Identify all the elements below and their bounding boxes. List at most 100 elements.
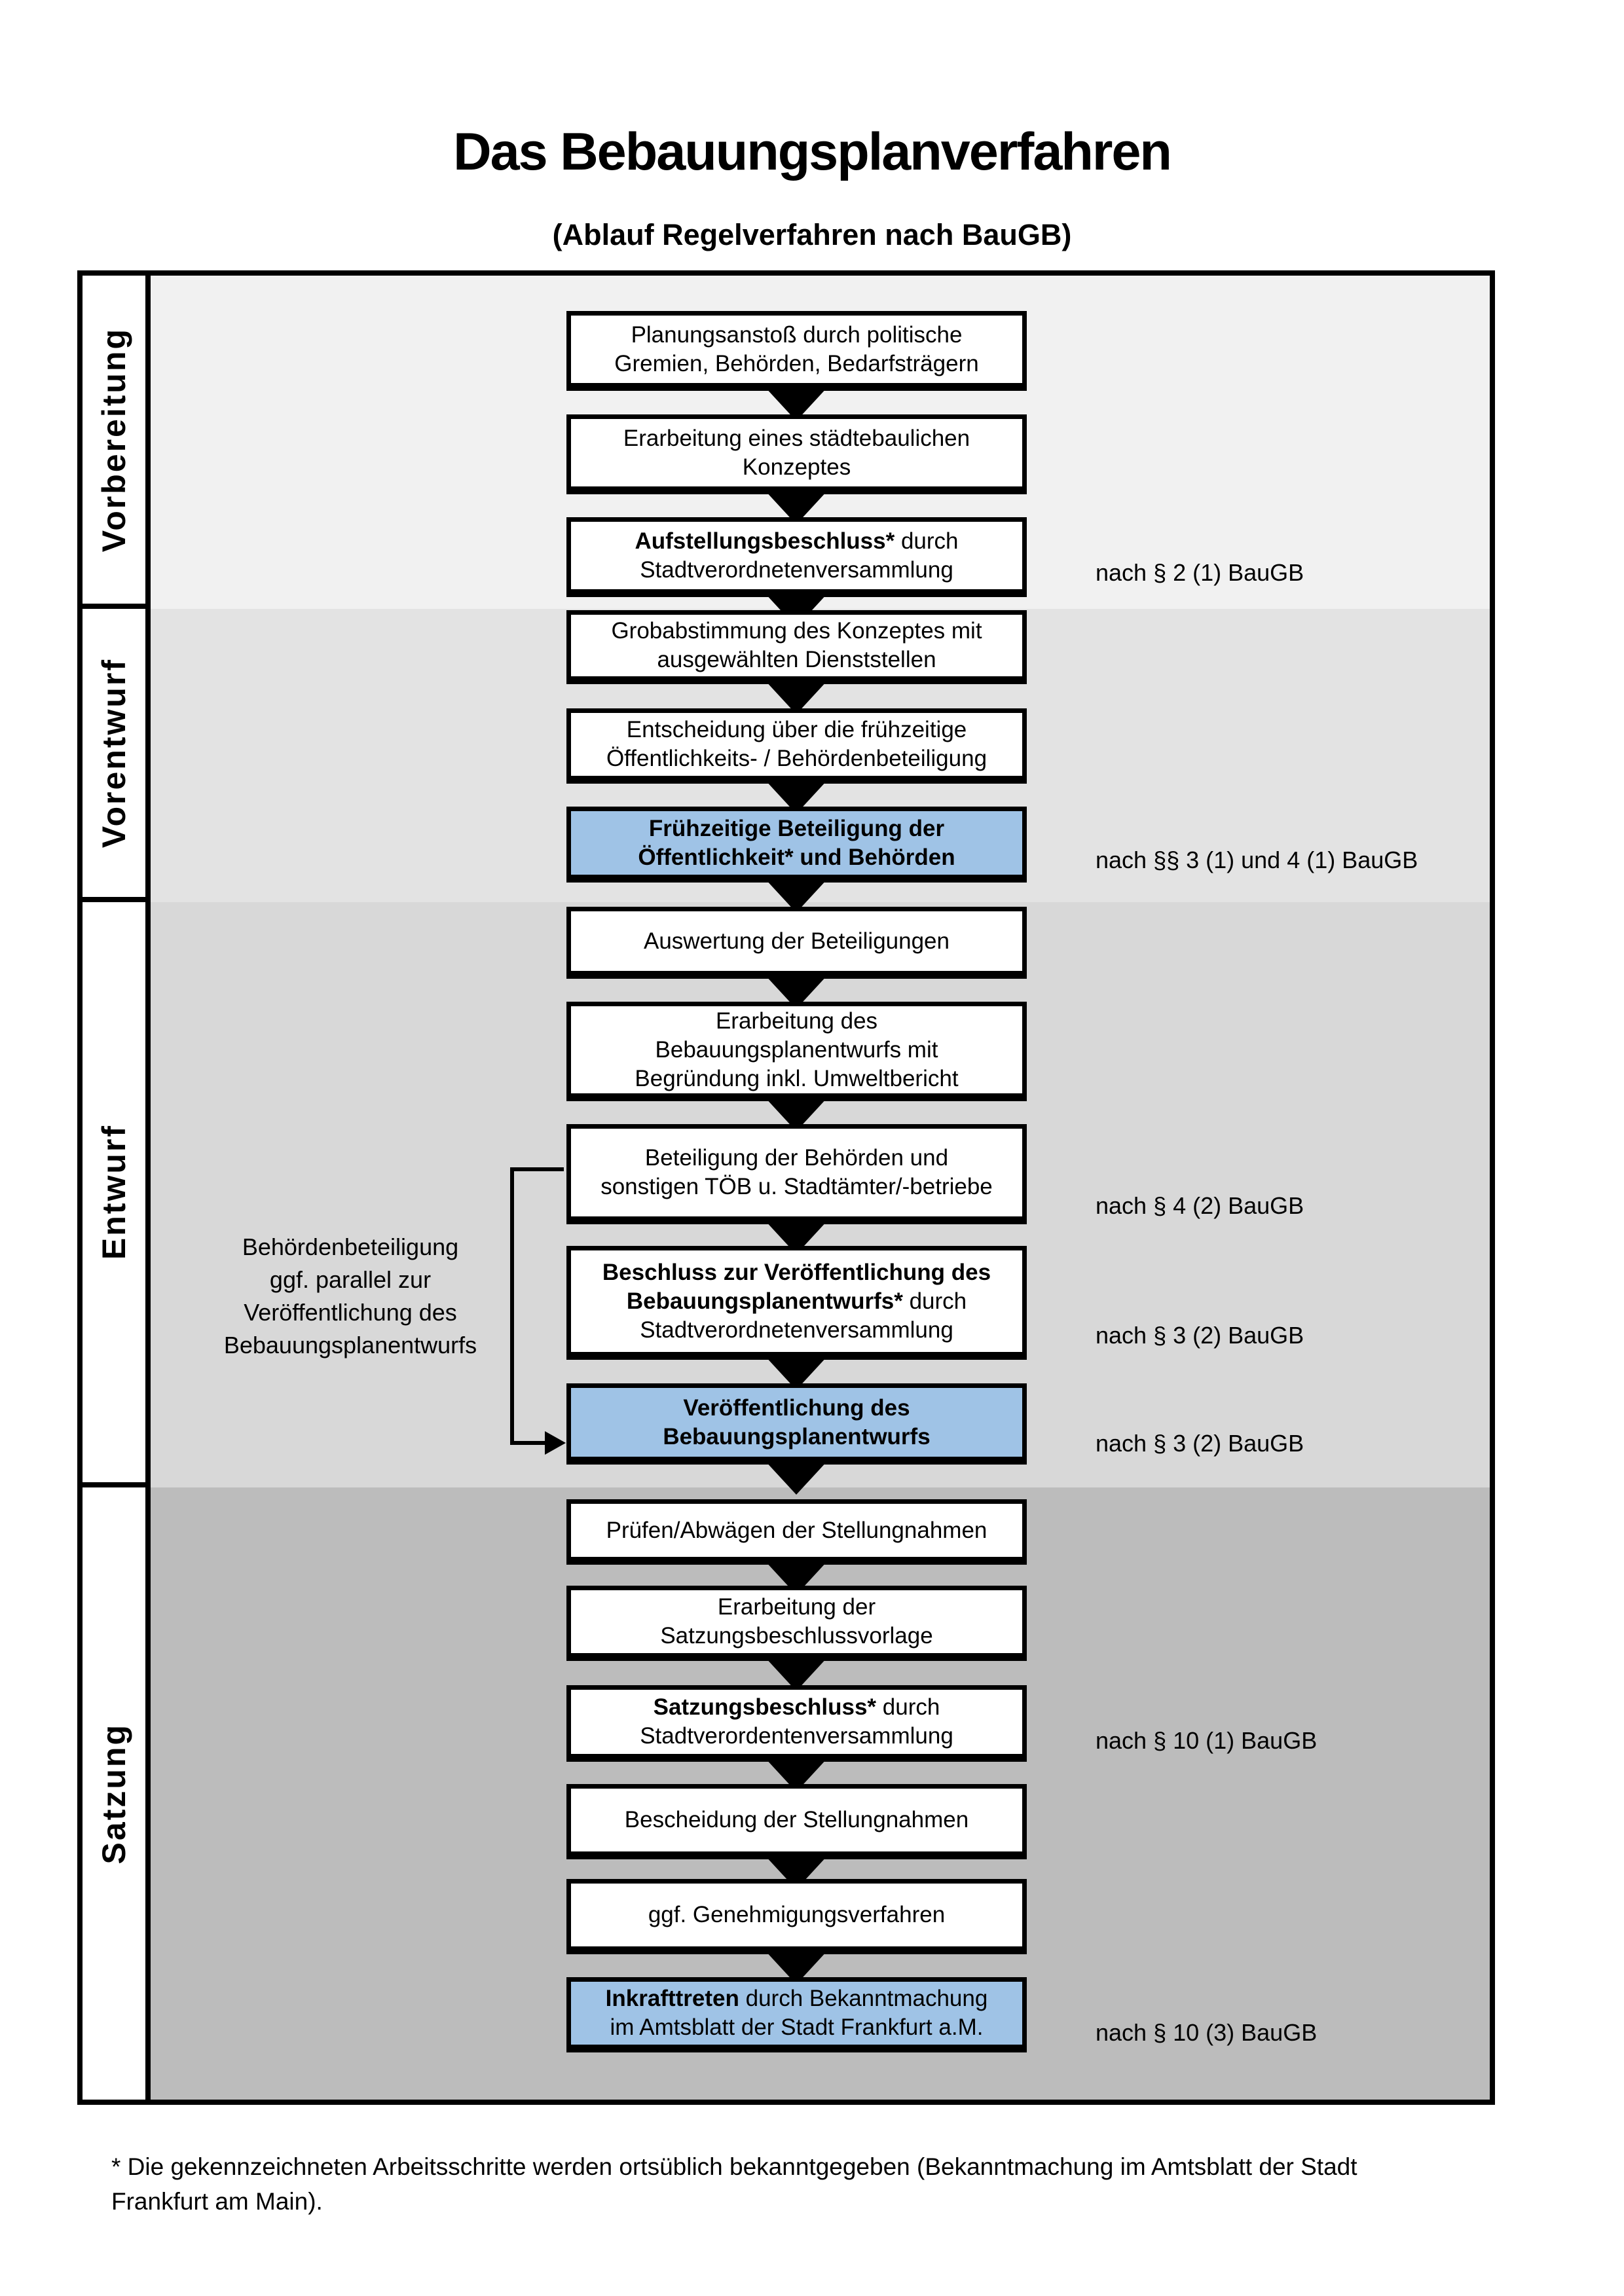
flow-box-inkrafttreten: Inkrafttreten durch Bekanntmachung im Am… xyxy=(566,1977,1027,2052)
side-note-line: Behördenbeteiligung xyxy=(242,1233,459,1260)
box-text: sonstigen TÖB u. Stadtämter/-betriebe xyxy=(600,1174,993,1199)
legal-reference: nach § 10 (1) BauGB xyxy=(1096,1727,1318,1754)
phase-label: Vorentwurf xyxy=(96,657,132,848)
flow-box-veroeffentlichung-entwurf: Veröffentlichung des Bebauungsplanentwur… xyxy=(566,1383,1027,1465)
box-text-line: Beschluss zur Veröffentlichung des xyxy=(571,1258,1022,1287)
phase-label-cell-entwurf: Entwurf xyxy=(83,902,145,1487)
box-text-line: Satzungsbeschlussvorlage xyxy=(571,1622,1022,1650)
flow-box-beschluss-veroeffentlichung: Beschluss zur Veröffentlichung des Bebau… xyxy=(566,1246,1027,1360)
box-text: durch xyxy=(895,528,959,554)
legal-reference: nach § 2 (1) BauGB xyxy=(1096,559,1304,586)
phase-label-cell-satzung: Satzung xyxy=(83,1487,145,2100)
legal-reference: nach § 10 (3) BauGB xyxy=(1096,2019,1318,2046)
box-text-line: Planungsanstoß durch politische xyxy=(571,321,1022,350)
box-text-bold: Satzungsbeschluss* xyxy=(653,1694,877,1720)
box-text-line: Stadtverordnetenversammlung xyxy=(571,556,1022,585)
flow-box-grobabstimmung: Grobabstimmung des Konzeptes mit ausgewä… xyxy=(566,610,1027,684)
box-text: durch xyxy=(876,1694,940,1720)
box-text-line: Bebauungsplanentwurfs* durch xyxy=(571,1287,1022,1316)
box-text: ggf. Genehmigungsverfahren xyxy=(648,1902,946,1927)
box-text-line: im Amtsblatt der Stadt Frankfurt a.M. xyxy=(571,2013,1022,2042)
box-text-line: Öffentlichkeit* und Behörden xyxy=(571,843,1022,872)
box-text: Planungsanstoß durch politische xyxy=(631,321,963,348)
side-note-line: Bebauungsplanentwurfs xyxy=(223,1332,477,1358)
flow-box-auswertung-beteiligungen: Auswertung der Beteiligungen xyxy=(566,907,1027,979)
flow-box-planungsanstoss: Planungsanstoß durch politische Gremien,… xyxy=(566,311,1027,391)
flow-box-aufstellungsbeschluss: Aufstellungsbeschluss* durch Stadtverord… xyxy=(566,517,1027,597)
flow-box-entscheidung-fruehzeitige-beteiligung: Entscheidung über die frühzeitige Öffent… xyxy=(566,708,1027,784)
down-arrow xyxy=(765,1461,828,1495)
box-text: Bebauungsplanentwurfs mit xyxy=(655,1036,938,1063)
parallel-bracket-vertical-line xyxy=(510,1167,514,1445)
flow-box-staedtebauliches-konzept: Erarbeitung eines städtebaulichen Konzep… xyxy=(566,414,1027,494)
footnote: * Die gekennzeichneten Arbeitsschritte w… xyxy=(111,2149,1552,2219)
side-note: Behördenbeteiligung ggf. parallel zur Ve… xyxy=(151,1231,550,1362)
box-text-line: Gremien, Behörden, Bedarfsträgern xyxy=(571,350,1022,378)
box-text: Konzeptes xyxy=(742,454,851,480)
box-text-line: sonstigen TÖB u. Stadtämter/-betriebe xyxy=(571,1173,1022,1201)
box-text-line: Frühzeitige Beteiligung der xyxy=(571,814,1022,843)
box-text-line: Aufstellungsbeschluss* durch xyxy=(571,527,1022,556)
box-text-line: Entscheidung über die frühzeitige xyxy=(571,716,1022,744)
box-text: Erarbeitung eines städtebaulichen xyxy=(623,425,970,451)
flow-box-satzungsbeschlussvorlage: Erarbeitung der Satzungsbeschlussvorlage xyxy=(566,1586,1027,1661)
box-text-bold: Veröffentlichung des xyxy=(683,1394,910,1421)
box-text-line: Inkrafttreten durch Bekanntmachung xyxy=(571,1984,1022,2013)
box-text: Öffentlichkeits- / Behördenbeteiligung xyxy=(606,746,987,771)
phase-label-cell-vorbereitung: Vorbereitung xyxy=(83,276,145,609)
box-text-line: Bebauungsplanentwurfs xyxy=(571,1423,1022,1451)
box-text-line: Erarbeitung eines städtebaulichen xyxy=(571,424,1022,453)
box-text-line: Öffentlichkeits- / Behördenbeteiligung xyxy=(571,744,1022,773)
flow-box-fruehzeitige-beteiligung: Frühzeitige Beteiligung der Öffentlichke… xyxy=(566,807,1027,883)
phase-label: Vorbereitung xyxy=(96,327,132,553)
legal-reference: nach § 4 (2) BauGB xyxy=(1096,1192,1304,1219)
side-note-line: ggf. parallel zur xyxy=(269,1266,432,1293)
box-text: Gremien, Behörden, Bedarfsträgern xyxy=(614,350,979,376)
box-text: Stadtverordnetenversammlung xyxy=(640,1317,953,1343)
box-text-line: Veröffentlichung des xyxy=(571,1394,1022,1423)
phase-label-cell-vorentwurf: Vorentwurf xyxy=(83,609,145,902)
right-arrow-icon xyxy=(545,1431,566,1455)
box-text-line: Prüfen/Abwägen der Stellungnahmen xyxy=(571,1516,1022,1545)
box-text-line: Beteiligung der Behörden und xyxy=(571,1144,1022,1173)
box-text: Beteiligung der Behörden und xyxy=(644,1145,949,1171)
box-text-line: ggf. Genehmigungsverfahren xyxy=(571,1901,1022,1929)
side-note-line: Veröffentlichung des xyxy=(244,1299,457,1326)
flow-box-pruefen-abwaegen: Prüfen/Abwägen der Stellungnahmen xyxy=(566,1499,1027,1565)
box-text: Stadtverordentenversammlung xyxy=(640,1723,953,1749)
box-text: Auswertung der Beteiligungen xyxy=(644,928,950,954)
box-text: Grobabstimmung des Konzeptes mit xyxy=(611,618,982,644)
box-text-line: Erarbeitung des xyxy=(571,1007,1022,1036)
box-text-line: Stadtverordnetenversammlung xyxy=(571,1316,1022,1345)
box-text: durch xyxy=(902,1288,967,1314)
box-text-line: Erarbeitung der xyxy=(571,1593,1022,1622)
box-text: im Amtsblatt der Stadt Frankfurt a.M. xyxy=(610,2014,984,2040)
parallel-bracket-bottom-line xyxy=(510,1441,547,1445)
phase-label: Entwurf xyxy=(96,1124,132,1260)
box-text-line: Satzungsbeschluss* durch xyxy=(571,1693,1022,1722)
box-text: ausgewählten Dienststellen xyxy=(657,647,936,672)
box-text-line: Grobabstimmung des Konzeptes mit xyxy=(571,617,1022,646)
box-text-line: Auswertung der Beteiligungen xyxy=(571,927,1022,956)
flow-box-erarbeitung-bebauungsplanentwurf: Erarbeitung des Bebauungsplanentwurfs mi… xyxy=(566,1002,1027,1101)
page-title: Das Bebauungsplanverfahren xyxy=(453,122,1172,181)
box-text-bold: Beschluss zur Veröffentlichung des xyxy=(602,1259,991,1285)
box-text: Stadtverordnetenversammlung xyxy=(640,556,953,583)
box-text-line: Konzeptes xyxy=(571,453,1022,482)
box-text-bold: Bebauungsplanentwurfs* xyxy=(626,1288,903,1314)
box-text: Bescheidung der Stellungnahmen xyxy=(624,1807,969,1832)
footnote-line: Frankfurt am Main). xyxy=(111,2188,323,2215)
box-text: Erarbeitung des xyxy=(715,1008,878,1034)
box-text-bold: Frühzeitige Beteiligung der xyxy=(648,815,945,841)
flow-box-satzungsbeschluss: Satzungsbeschluss* durch Stadtverordente… xyxy=(566,1685,1027,1762)
legal-reference: nach § 3 (2) BauGB xyxy=(1096,1430,1304,1457)
box-text: durch Bekanntmachung xyxy=(739,1986,988,2011)
box-text-line: Begründung inkl. Umweltbericht xyxy=(571,1065,1022,1093)
box-text-bold: Aufstellungsbeschluss* xyxy=(635,528,895,554)
box-text-line: ausgewählten Dienststellen xyxy=(571,646,1022,674)
box-text: Erarbeitung der xyxy=(717,1594,876,1620)
box-text: Entscheidung über die frühzeitige xyxy=(626,717,967,742)
box-text-bold: Öffentlichkeit* und Behörden xyxy=(638,844,955,870)
box-text: Satzungsbeschlussvorlage xyxy=(660,1623,933,1649)
